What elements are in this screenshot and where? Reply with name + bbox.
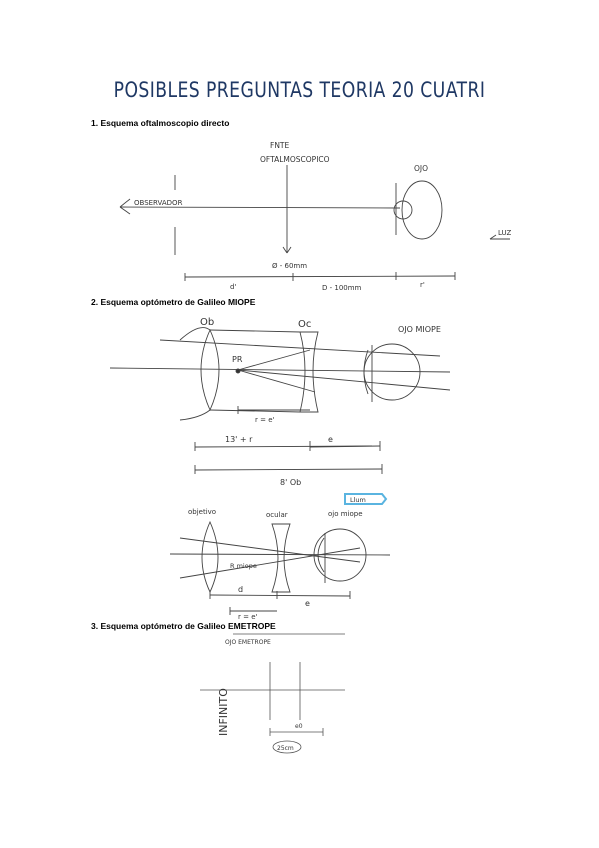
sub-objective-label: objetivo [188,508,216,516]
page-title: POSIBLES PREGUNTAS TEORIA 20 CUATRI [113,78,486,102]
llum-tag: Llum [344,493,388,505]
focus-label: Ø - 60mm [272,262,307,270]
sub-ocular-label: ocular [266,511,288,519]
dist-right-label: r' [420,281,425,289]
eye-myope-label: OJO MIOPE [398,325,441,334]
emmetrope-eye-label: OJO EMETROPE [225,639,271,646]
dist-left-label: d' [230,283,236,291]
dist-e0-label: e0 [295,723,303,730]
e-label: e [328,435,333,444]
ocular-label: Oc [298,319,311,330]
diagram-galileo-myope-detail: Llum objetivo ocular ojo miope R miope d… [169,493,391,621]
light-label: LUZ [498,229,512,237]
r-eq-label: r = e' [255,416,275,424]
box-25cm-label: 25cm [277,745,294,752]
diagram-galileo-emmetrope: OJO EMETROPE INFINITO e0 25cm [200,633,345,754]
infinite-side-label: INFINITO [217,688,230,736]
source-bottom-label: OFTALMOSCOPICO [260,155,330,164]
section-2-heading: 2. Esquema optómetro de Galileo MIOPE [91,297,256,307]
llum-tag-label: Llum [350,496,366,504]
sum-label: 13' + r [225,435,253,444]
source-top-label: FNTE [270,141,290,150]
sub-remote-point-label: R miope [230,562,257,570]
remote-point-label: PR [232,355,243,364]
dist-mid-label: D - 100mm [322,284,362,292]
sub-e-label: e [305,599,310,608]
section-3-heading: 3. Esquema optómetro de Galileo EMETROPE [91,621,276,631]
total-label: 8' Ob [280,478,301,487]
eye-label: OJO [414,164,428,173]
sub-eye-label: ojo miope [328,510,363,518]
diagram-galileo-myope: Ob Oc OJO MIOPE PR r = e' 13' + r e 8' O… [109,317,451,487]
sub-d-label: d [238,585,243,594]
sub-r-eq-label: r = e' [238,613,258,621]
diagram-ophthalmoscope: FNTE OFTALMOSCOPICO OBSERVADOR OJO LUZ Ø… [119,141,512,292]
section-1-heading: 1. Esquema oftalmoscopio directo [91,118,230,128]
objective-label: Ob [200,317,214,328]
observer-label: OBSERVADOR [134,199,183,207]
